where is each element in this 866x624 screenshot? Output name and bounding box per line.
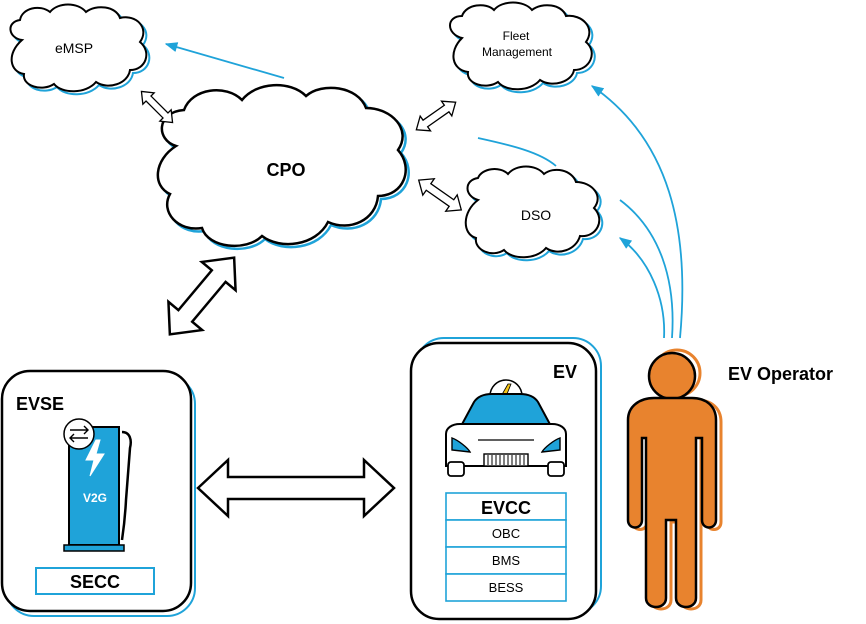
ev-operator-label: EV Operator [728, 364, 833, 384]
ev-component-obc: OBC [492, 526, 520, 541]
car-icon [445, 379, 567, 477]
emsp-label: eMSP [55, 40, 93, 56]
operator-to-fleet-line [590, 85, 684, 339]
emsp-cpo-double-arrow [140, 90, 174, 124]
cpo-to-emsp-line [164, 42, 285, 79]
fleet-label-line1: Fleet [503, 29, 530, 43]
evse-title: EVSE [16, 394, 64, 414]
emsp-cloud: eMSP [9, 3, 151, 96]
cpo-dso-double-arrow [417, 178, 463, 212]
evcc-label: EVCC [481, 498, 531, 518]
cpo-fleet-double-arrow [415, 100, 457, 132]
cpo-label: CPO [266, 160, 305, 180]
ev-title: EV [553, 362, 577, 382]
cpo-to-dso-line [477, 137, 557, 167]
bidirectional-icon [69, 425, 89, 443]
person-icon [626, 348, 723, 611]
evse-ev-double-arrow [196, 457, 396, 519]
v2g-charger-icon: V2G [63, 418, 132, 552]
v2g-label: V2G [83, 491, 107, 505]
dso-cloud: DSO [464, 165, 604, 262]
ev-box: EV EVCC OBC BMS [409, 337, 602, 621]
cpo-evse-double-arrow [167, 256, 237, 336]
ev-component-bms: BMS [492, 553, 521, 568]
blue-connection-lines [164, 42, 684, 339]
fleet-label-line2: Management [482, 45, 553, 59]
cpo-cloud: CPO [156, 83, 410, 251]
operator-to-dso-line [618, 237, 666, 339]
evse-box: EVSE V2G SECC [0, 369, 196, 617]
dso-label: DSO [521, 207, 551, 223]
secc-label: SECC [70, 572, 120, 592]
fleet-management-cloud: Fleet Management [449, 1, 596, 94]
ev-component-bess: BESS [489, 580, 524, 595]
operator-to-dso-line-2 [619, 199, 674, 339]
